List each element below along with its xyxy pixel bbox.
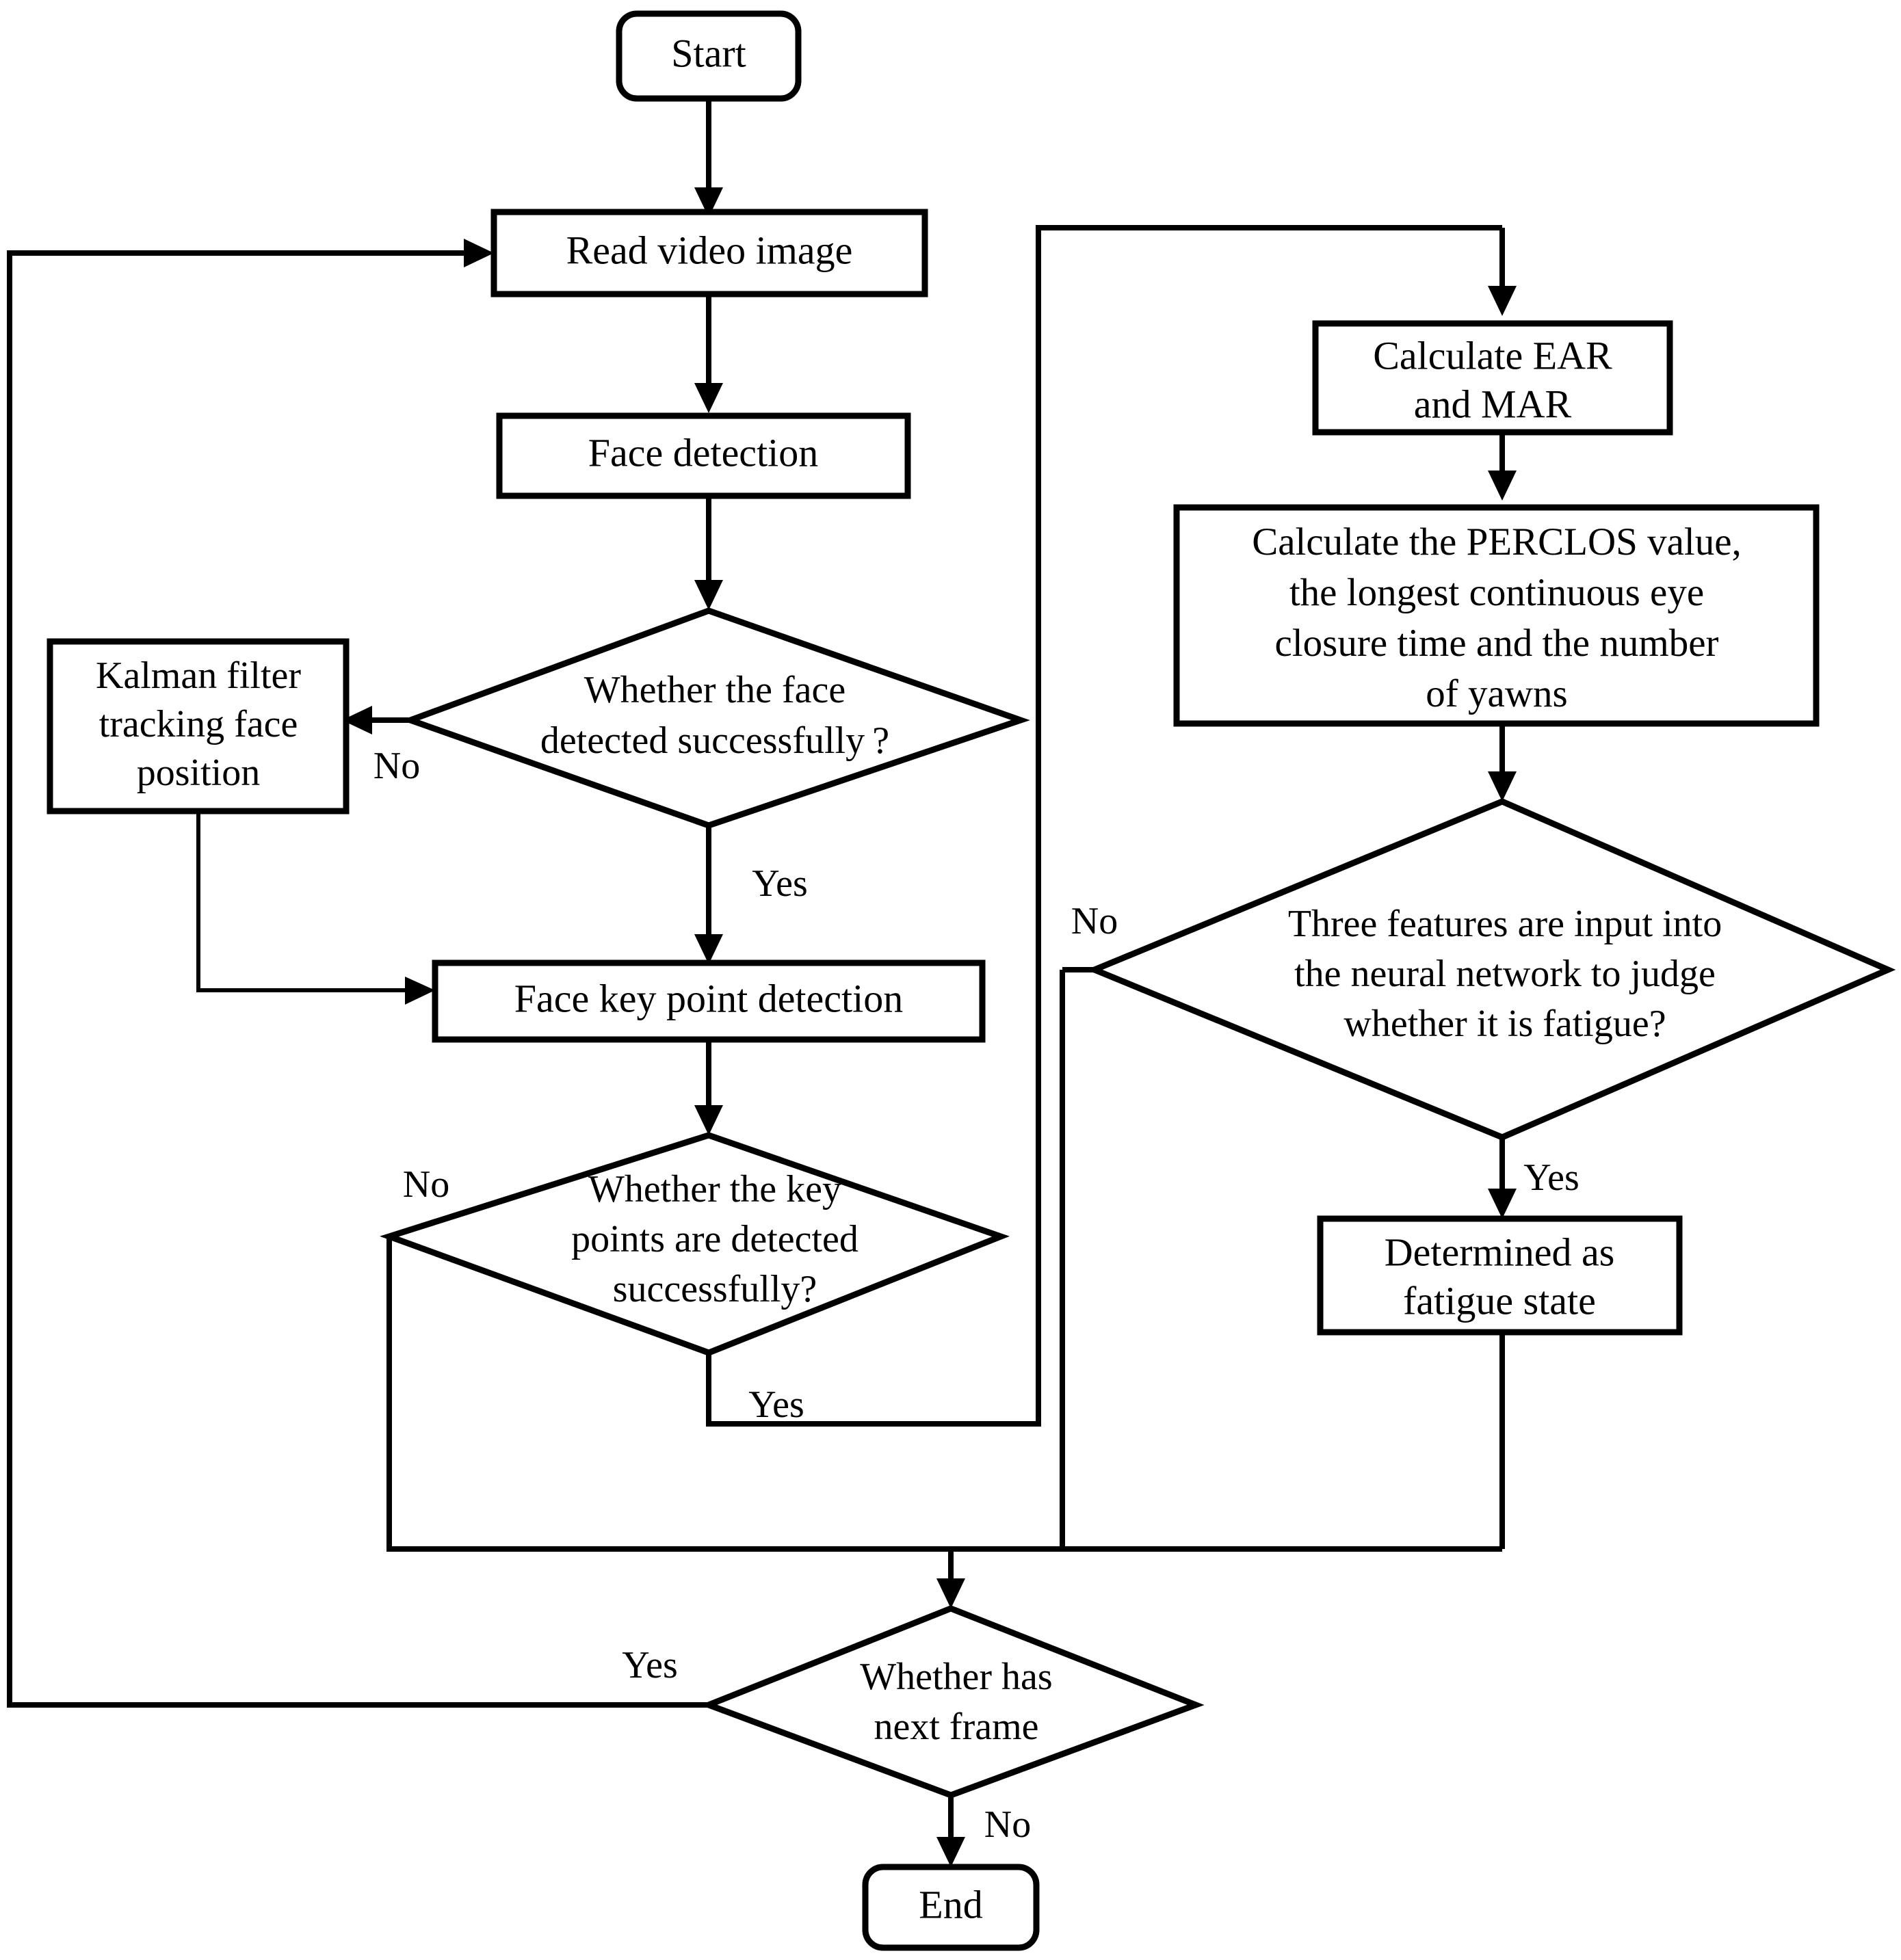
- edge-label-key-no: No: [403, 1163, 449, 1206]
- node-calculate-perclos[interactable]: Calculate the PERCLOS value, the longest…: [1173, 504, 1820, 727]
- node-read-video-image[interactable]: Read video image: [490, 209, 928, 297]
- node-kalman-line2: tracking face: [99, 703, 298, 745]
- node-calculate-perclos-line4: of yawns: [1426, 672, 1567, 715]
- node-key-check-line3: successfully?: [613, 1268, 817, 1310]
- edge-label-frame-no: No: [984, 1803, 1031, 1846]
- edge-perclos-to-nncheck: [1488, 724, 1517, 802]
- edge-label-face-no: No: [373, 745, 420, 787]
- node-key-check-decision[interactable]: Whether the key points are detected succ…: [380, 1132, 1010, 1356]
- node-nn-check-decision[interactable]: Three features are input into the neural…: [1086, 798, 1896, 1141]
- node-next-frame-line1: Whether has: [860, 1656, 1052, 1698]
- edge-label-nn-no: No: [1071, 900, 1118, 942]
- node-start[interactable]: Start: [616, 10, 802, 102]
- edge-facedetection-to-facecheck: [694, 496, 723, 610]
- node-face-detection[interactable]: Face detection: [496, 412, 911, 499]
- edge-label-key-yes: Yes: [748, 1383, 804, 1426]
- node-face-check-decision[interactable]: Whether the face detected successfully ?: [401, 607, 1030, 829]
- node-determined-fatigue-line1: Determined as: [1385, 1230, 1615, 1274]
- edge-facecheck-no-to-kalman: [342, 706, 410, 734]
- node-nn-check-line3: whether it is fatigue?: [1343, 1003, 1666, 1045]
- edge-label-frame-yes: Yes: [622, 1644, 677, 1686]
- node-calculate-ear-mar-line2: and MAR: [1414, 382, 1572, 426]
- node-calculate-ear-mar[interactable]: Calculate EAR and MAR: [1312, 320, 1673, 436]
- node-key-check-line2: points are detected: [571, 1218, 858, 1260]
- node-calculate-perclos-line1: Calculate the PERCLOS value,: [1252, 520, 1742, 564]
- edge-read-to-facedetection: [694, 294, 723, 413]
- edge-label-nn-yes: Yes: [1523, 1156, 1579, 1199]
- edge-keycheck-yes-to-earmar: [706, 225, 1502, 1427]
- node-kalman-line3: position: [137, 752, 260, 794]
- node-next-frame-line2: next frame: [874, 1706, 1039, 1748]
- node-kalman-filter[interactable]: Kalman filter tracking face position: [47, 638, 350, 815]
- node-end-label: End: [919, 1882, 982, 1926]
- node-face-key-point-detection-label: Face key point detection: [514, 976, 904, 1020]
- edge-nextframe-no-to-end: [936, 1795, 965, 1867]
- node-calculate-ear-mar-line1: Calculate EAR: [1373, 333, 1612, 378]
- edge-label-face-yes: Yes: [752, 862, 807, 905]
- node-face-key-point-detection[interactable]: Face key point detection: [432, 959, 986, 1043]
- edge-nextframe-yes-to-read: [7, 239, 709, 1708]
- node-nn-check-line2: the neural network to judge: [1294, 953, 1716, 995]
- node-key-check-line1: Whether the key: [588, 1168, 841, 1210]
- node-face-detection-label: Face detection: [588, 430, 819, 475]
- edge-kalman-to-keypoint: [196, 811, 435, 1005]
- node-face-check-line2: detected successfully ?: [540, 719, 889, 762]
- edge-start-to-read: [694, 98, 723, 217]
- node-nn-check-line1: Three features are input into: [1288, 903, 1722, 945]
- edge-into-earmar: [1488, 228, 1517, 316]
- edge-nncheck-no-to-nextframe: [1060, 967, 1094, 1549]
- node-calculate-perclos-line2: the longest continuous eye: [1289, 571, 1704, 614]
- node-determined-fatigue-line2: fatigue state: [1403, 1278, 1596, 1323]
- node-calculate-perclos-line3: closure time and the number: [1275, 622, 1719, 665]
- node-next-frame-decision[interactable]: Whether has next frame: [700, 1605, 1205, 1799]
- node-start-label: Start: [671, 31, 746, 75]
- bottom-rail: [389, 1546, 1502, 1608]
- edge-earmar-to-perclos: [1488, 432, 1517, 501]
- node-end[interactable]: End: [862, 1864, 1040, 1951]
- node-read-video-image-label: Read video image: [566, 228, 853, 272]
- node-kalman-line1: Kalman filter: [96, 654, 301, 697]
- node-face-check-line1: Whether the face: [584, 669, 845, 711]
- edge-facecheck-yes-to-keypoint: [694, 825, 723, 964]
- node-determined-fatigue-state[interactable]: Determined as fatigue state: [1317, 1215, 1683, 1336]
- edge-nncheck-yes-to-fatigue: [1488, 1137, 1517, 1219]
